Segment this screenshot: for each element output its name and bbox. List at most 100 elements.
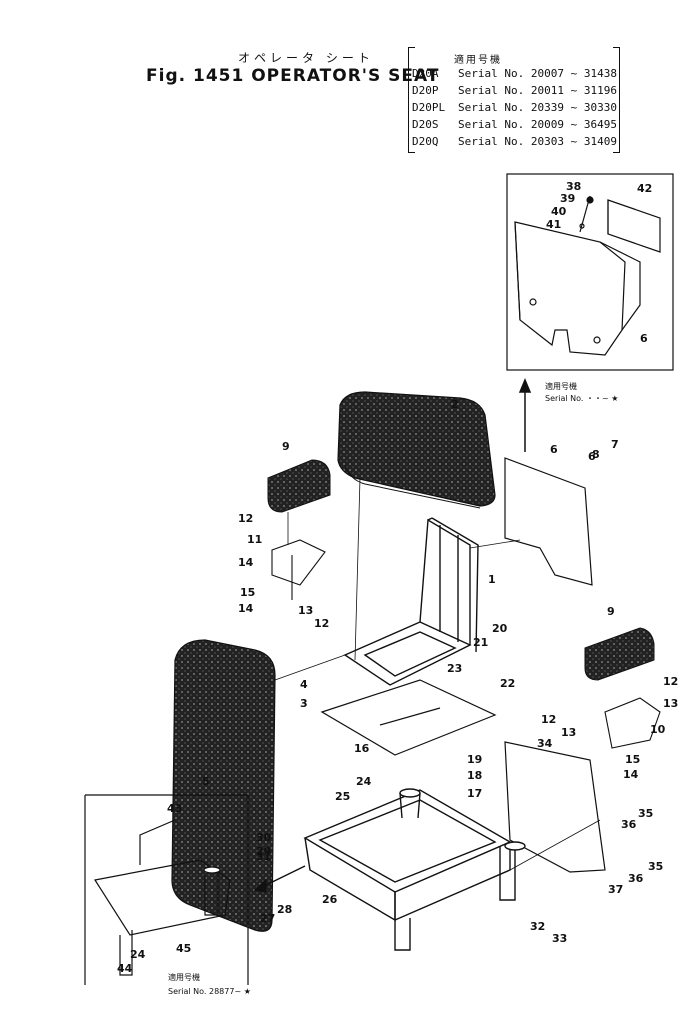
part-label: 15 (240, 586, 255, 599)
seat-cushion (337, 391, 496, 509)
serial-row: D20S Serial No. 20009 ~ 36495 (412, 118, 617, 131)
inset-heading: 適用号機 (545, 381, 577, 391)
serial-range: Serial No. 20009 ~ 36495 (458, 118, 617, 131)
part-label: 22 (500, 677, 515, 690)
inset-seat-cover-detail (506, 173, 674, 371)
part-label: 9 (282, 440, 290, 453)
inset-serial: Serial No. ・・~ ★ (545, 394, 618, 403)
inset-heading: 適用号機 (168, 972, 200, 982)
armrest-pad-right (584, 627, 655, 681)
side-cover-plate (504, 457, 593, 586)
part-label: 39 (560, 192, 575, 205)
model-code: D20A (412, 67, 439, 80)
seat-frame (343, 517, 479, 686)
part-label: 29 (256, 845, 271, 858)
model-code: D20S (412, 118, 439, 131)
part-label: 12 (541, 713, 556, 726)
rear-cover-plate (504, 741, 606, 873)
serial-range: Serial No. 20303 ~ 31409 (458, 135, 617, 148)
part-label: 44 (117, 962, 133, 975)
part-label: 1 (488, 573, 496, 586)
part-label: 28 (277, 903, 292, 916)
inset-arrow (518, 378, 532, 452)
part-label: 26 (322, 893, 338, 906)
part-label: 9 (607, 605, 615, 618)
serial-row: D20A Serial No. 20007 ~ 31438 (412, 67, 617, 80)
part-label: 24 (130, 948, 146, 961)
part-label: 34 (537, 737, 553, 750)
part-label: 16 (354, 742, 370, 755)
part-label: 27 (260, 912, 275, 925)
inset-base-frame-detail (84, 794, 249, 985)
part-label: 12 (314, 617, 329, 630)
part-label: 14 (238, 556, 254, 569)
part-label: 40 (551, 205, 567, 218)
part-label: 2 (451, 398, 459, 411)
part-label: 15 (625, 753, 640, 766)
part-label: 35 (648, 860, 663, 873)
part-label: 13 (561, 726, 576, 739)
serial-range: Serial No. 20011 ~ 31196 (458, 84, 617, 97)
part-label: 5 (202, 775, 210, 788)
part-label: 30 (256, 831, 272, 844)
serial-row: D20Q Serial No. 20303 ~ 31409 (412, 135, 617, 148)
part-label: 36 (628, 872, 644, 885)
part-label: 35 (638, 807, 653, 820)
part-label: 36 (621, 818, 637, 831)
part-label: 14 (238, 602, 254, 615)
serial-row: D20P Serial No. 20011 ~ 31196 (412, 84, 617, 97)
part-label: 23 (447, 662, 462, 675)
leader-lines (274, 477, 601, 871)
part-label: 3 (300, 697, 308, 710)
part-label: 18 (467, 769, 482, 782)
part-label: 41 (546, 218, 561, 231)
part-label: 25 (335, 790, 350, 803)
part-label: 20 (492, 622, 508, 635)
part-label: 24 (356, 775, 372, 788)
serial-applicability-table: 適用号機 D20A Serial No. 20007 ~ 31438 D20P Se… (408, 47, 620, 153)
japanese-title: オペレータ シート (238, 51, 374, 65)
part-label: 12 (238, 512, 253, 525)
part-label: 37 (608, 883, 623, 896)
backrest-cushion (171, 639, 276, 932)
inset-serial-notes: 適用号機 Serial No. ・・~ ★ 適用号機 Serial No. 28… (168, 381, 618, 996)
part-label: 4 (300, 678, 308, 691)
base-frame (253, 788, 526, 951)
part-label: 45 (176, 942, 191, 955)
part-label: 13 (298, 604, 313, 617)
serial-row: D20PL Serial No. 20339 ~ 30330 (412, 101, 617, 114)
armrest-pad-left (267, 459, 331, 513)
part-label: 6 (588, 450, 596, 463)
part-label: 7 (611, 438, 619, 451)
part-label: 42 (637, 182, 652, 195)
serial-table-heading: 適用号機 (454, 55, 502, 66)
part-label: 13 (663, 697, 678, 710)
serial-range: Serial No. 20339 ~ 30330 (458, 101, 617, 114)
model-code: D20Q (412, 135, 439, 148)
model-code: D20PL (412, 101, 446, 114)
part-label: 10 (650, 723, 666, 736)
part-label: 12 (663, 675, 678, 688)
part-label: 33 (552, 932, 567, 945)
part-label: 17 (467, 787, 482, 800)
part-label: 6 (640, 332, 648, 345)
model-code: D20P (412, 84, 439, 97)
armrest-bracket-left (271, 539, 326, 600)
part-label: 38 (566, 180, 581, 193)
part-label: 6 (550, 443, 558, 456)
part-label: 43 (167, 802, 182, 815)
part-label: 31 (256, 850, 271, 863)
figure-title: Fig. 1451 OPERATOR'S SEAT (146, 66, 440, 86)
part-label: 14 (623, 768, 639, 781)
serial-range: Serial No. 20007 ~ 31438 (458, 67, 617, 80)
part-label: 19 (467, 753, 482, 766)
part-labels: 1 2 3 4 5 6 6 6 7 8 9 9 10 11 12 12 12 1… (117, 180, 678, 975)
part-label: 11 (247, 533, 262, 546)
seat-plate (320, 679, 497, 756)
part-label: 21 (473, 636, 488, 649)
inset-serial: Serial No. 28877~ ★ (168, 987, 251, 996)
part-label: 8 (592, 448, 600, 461)
armrest-bracket-right (604, 697, 661, 749)
part-label: 32 (530, 920, 545, 933)
